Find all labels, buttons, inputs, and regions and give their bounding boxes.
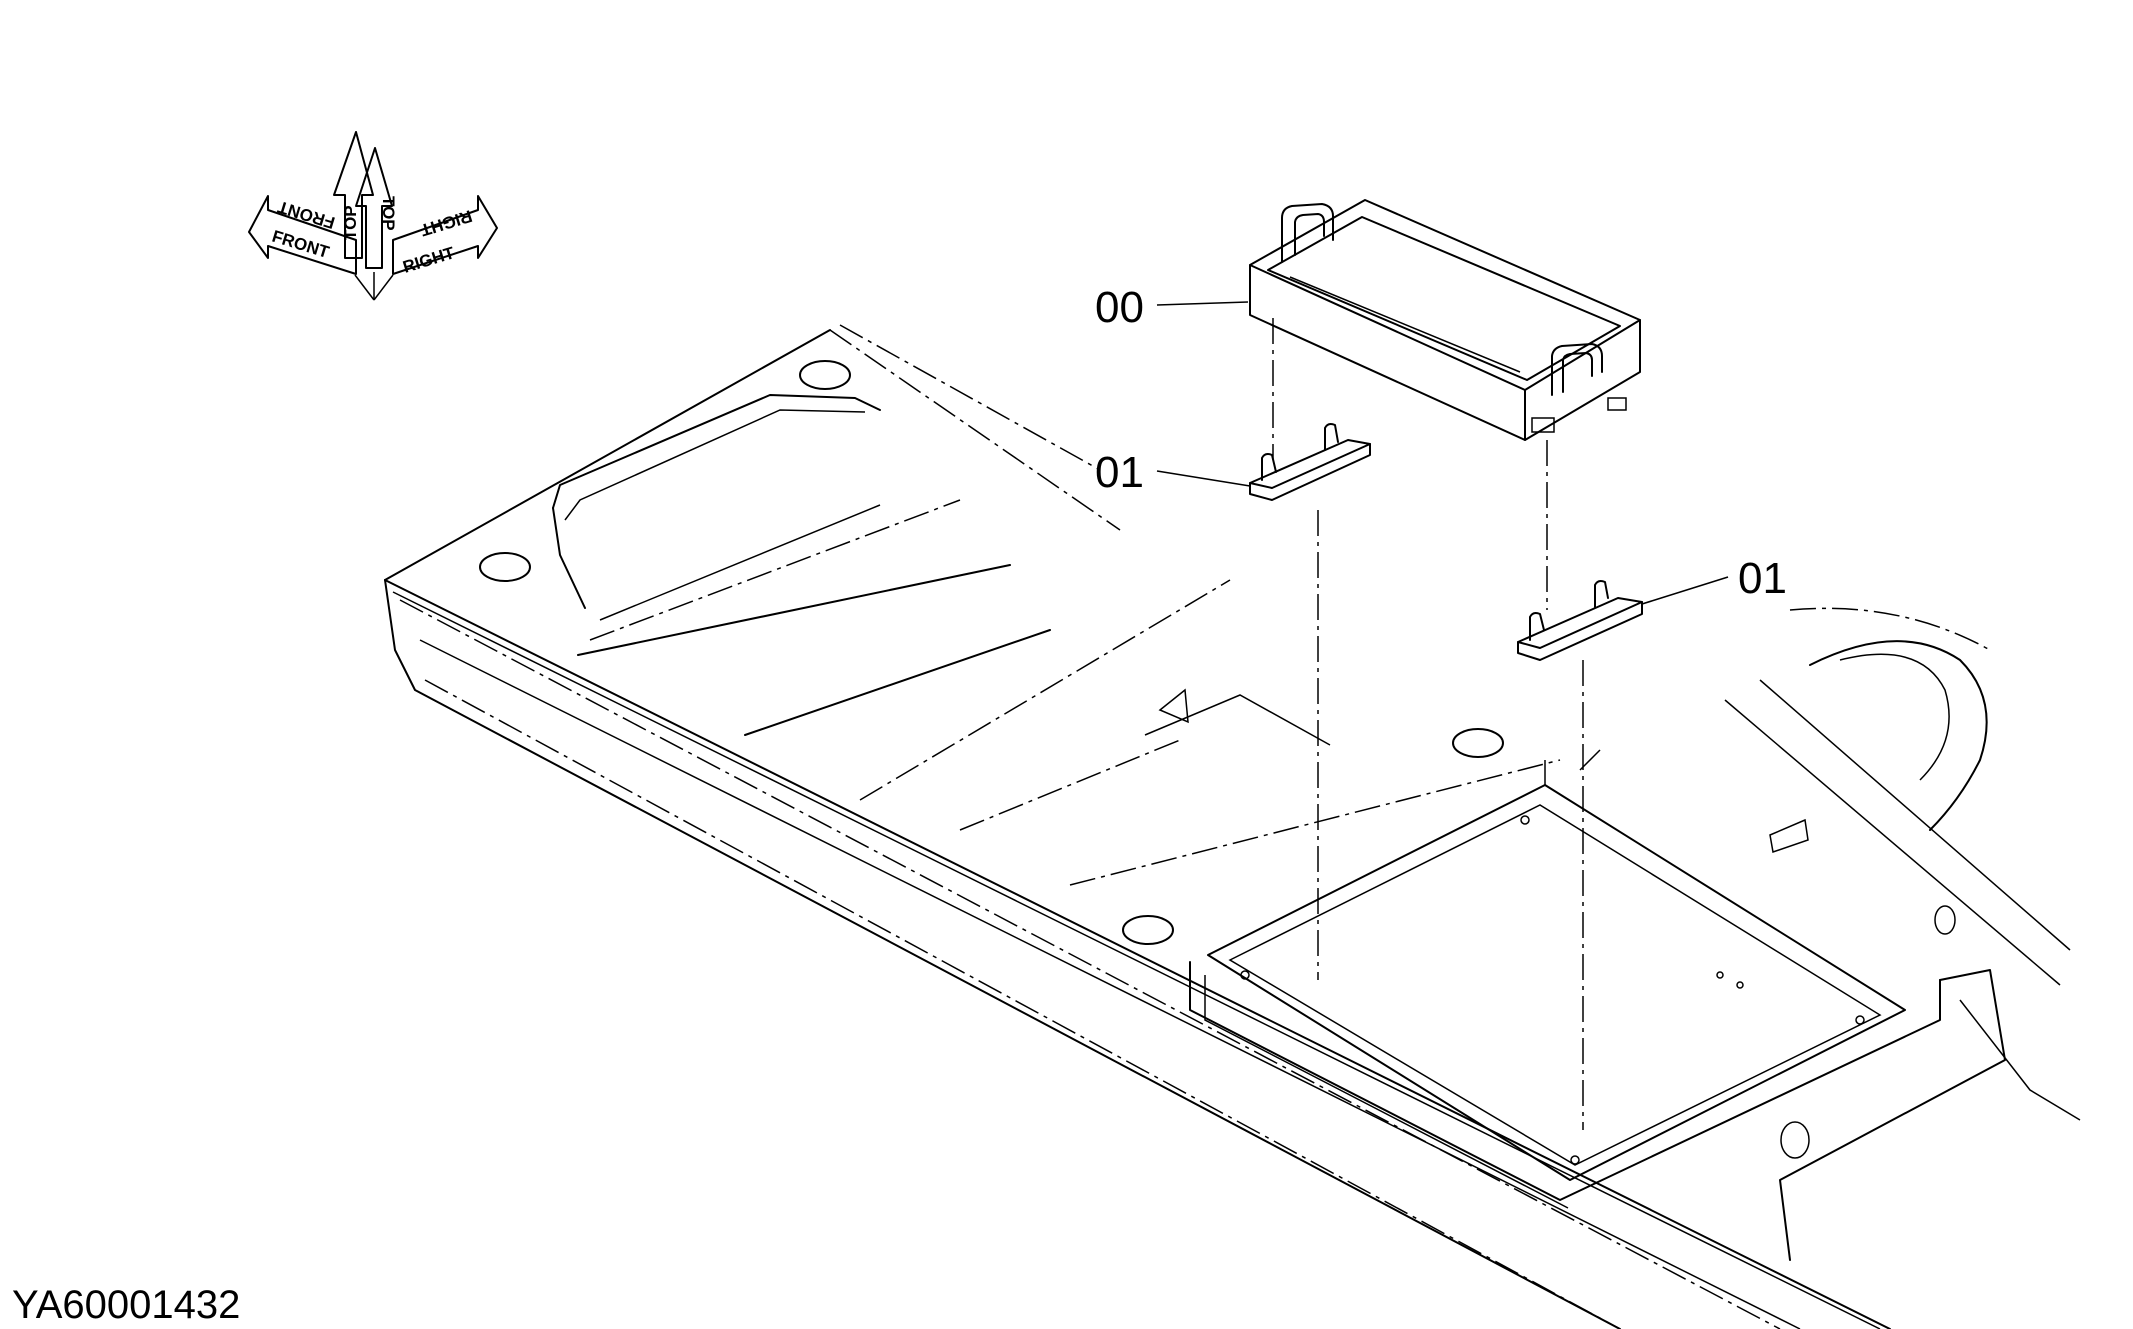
tray-part (1249, 199, 1641, 441)
top-mirrored-label: TOP (379, 196, 398, 231)
callout-group: 00 01 01 (1095, 283, 1787, 605)
bracket-part-upper (1249, 423, 1371, 501)
front-mirrored-label: FRONT (275, 197, 337, 232)
top-label: TOP (341, 205, 360, 240)
right-mirrored-label: RIGHT (418, 206, 475, 240)
bracket-part-lower (1517, 580, 1643, 661)
callout-00-label: 00 (1095, 283, 1144, 332)
frame-structure (384, 324, 2071, 1329)
orientation-arrows-icon: FRONT FRONT TOP TOP RIGHT RIGHT (248, 131, 498, 301)
callout-01-a-label: 01 (1095, 448, 1144, 497)
document-id: YA60001432 (12, 1283, 241, 1327)
assembly-centerlines (1272, 318, 1584, 1130)
mounting-plate (1189, 749, 1941, 1209)
callout-01-b-label: 01 (1738, 554, 1787, 603)
right-label: RIGHT (401, 243, 458, 277)
right-frame-block (1769, 818, 2081, 1261)
